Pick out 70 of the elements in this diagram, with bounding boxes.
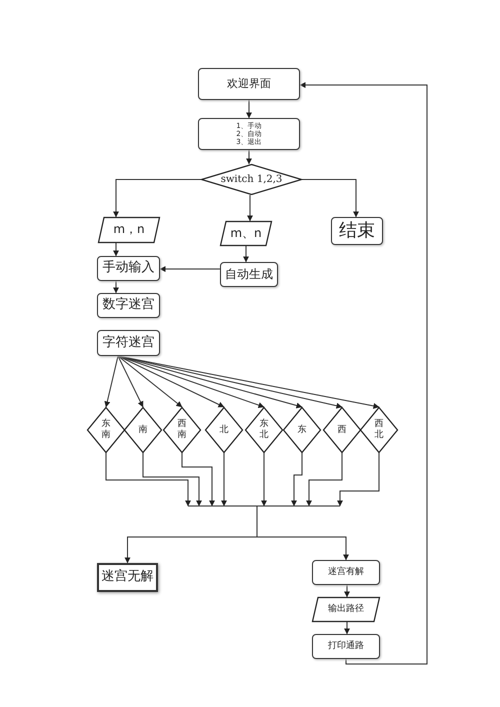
decision-diamond (205, 407, 243, 453)
process-box (198, 68, 300, 100)
arrow (306, 452, 342, 506)
box-label: 手动输入 (102, 261, 154, 276)
arrow (246, 100, 252, 118)
box-label: m、n (230, 226, 262, 240)
box-label: 东北 (260, 419, 268, 441)
merge-line (188, 506, 340, 538)
arrow (302, 179, 359, 218)
box-label: m，n (113, 223, 145, 237)
box-label: 东 (298, 424, 306, 436)
arrow (300, 82, 428, 664)
box-label: 输出路径 (328, 604, 364, 615)
process-box (97, 330, 160, 356)
arrow (221, 452, 227, 506)
arrow (106, 452, 191, 506)
decision-diamond (87, 407, 125, 453)
box-label: 东南 (102, 419, 110, 441)
arrow (124, 536, 258, 564)
box-label: 西北 (374, 419, 384, 441)
arrow (113, 179, 202, 218)
process-box (312, 560, 380, 585)
arrow (344, 584, 350, 598)
arrow (256, 536, 349, 560)
arrow (104, 356, 118, 408)
process-box (97, 293, 160, 318)
process-box (331, 217, 383, 245)
arrow (243, 246, 249, 262)
box-label: 结束 (339, 220, 375, 242)
input-parallelogram (220, 221, 272, 246)
decision-diamond (360, 407, 398, 453)
box-label: 欢迎界面 (227, 78, 271, 90)
decision-diamond (245, 407, 283, 453)
process-box (312, 634, 380, 659)
arrow (118, 356, 182, 408)
arrow (160, 266, 220, 272)
box-label: 南 (138, 424, 148, 436)
box-label: 迷宫无解 (102, 570, 154, 585)
arrow (247, 194, 253, 222)
box-label: 数字迷宫 (102, 298, 154, 313)
decision-diamond (163, 407, 201, 453)
box-label: 自动生成 (225, 268, 273, 282)
input-parallelogram (312, 597, 380, 622)
arrow (246, 150, 252, 164)
process-box (97, 563, 158, 592)
arrow (113, 280, 119, 294)
box-label: 字符迷宫 (102, 336, 154, 350)
input-parallelogram (98, 217, 160, 243)
arrow (261, 452, 267, 506)
box-label: 打印通路 (328, 641, 364, 652)
arrow (337, 452, 380, 506)
box-label: 西南 (178, 419, 186, 441)
decision-diamond (323, 407, 361, 453)
arrow (118, 356, 224, 408)
arrow (344, 622, 350, 634)
arrow (118, 356, 144, 408)
decision-diamond (283, 407, 321, 453)
process-box (198, 118, 300, 150)
decision-diamond (201, 164, 302, 195)
box-label: 西 (338, 424, 346, 436)
arrow (142, 452, 202, 506)
arrow (113, 242, 119, 256)
process-box (220, 262, 278, 287)
box-label: 迷宫有解 (328, 567, 364, 578)
process-box (97, 256, 160, 281)
arrow (291, 452, 302, 506)
arrow (182, 452, 215, 506)
box-label: switch 1,2,3 (220, 174, 282, 186)
decision-diamond (124, 407, 162, 453)
box-label: 北 (220, 424, 228, 436)
